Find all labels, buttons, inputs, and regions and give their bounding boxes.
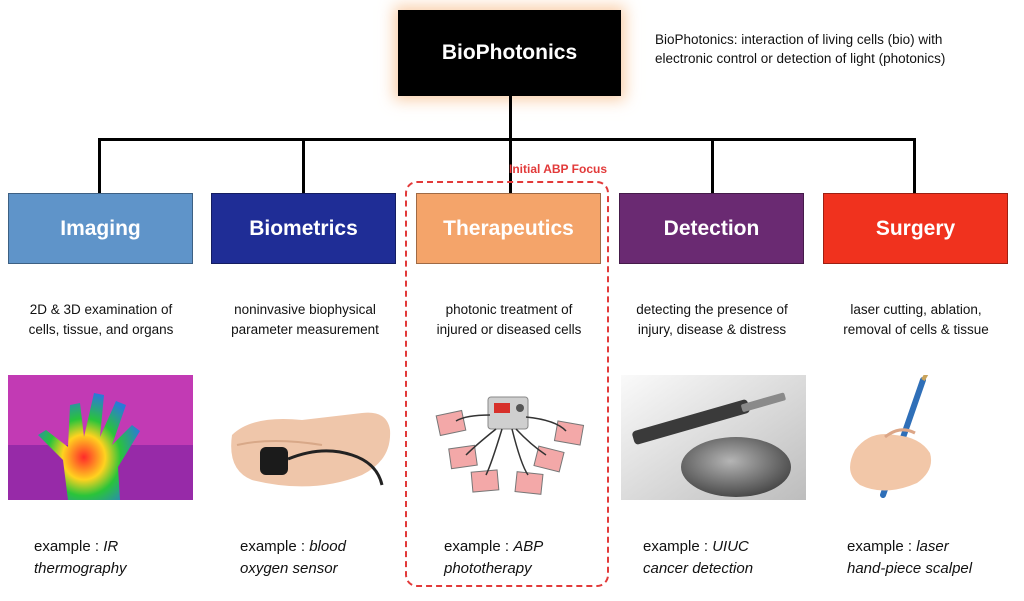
example-highlight: hand-piece scalpel [847,560,973,577]
example-highlight: blood [309,538,346,555]
description-line: detecting the presence of [636,302,788,317]
description-biometrics: noninvasive biophysical parameter measur… [205,300,405,340]
category-title-surgery: Surgery [875,216,956,240]
description-therapeutics: photonic treatment of injured or disease… [409,300,609,340]
example-highlight: phototherapy [444,560,532,577]
example-highlight: laser [916,538,949,555]
description-line: removal of cells & tissue [843,322,989,337]
description-line: cells, tissue, and organs [28,322,174,337]
example-highlight: cancer detection [643,560,754,577]
focus-dashed-frame [405,181,609,587]
biophotonics-definition: BioPhotonics: interaction of living cell… [655,30,1015,68]
example-prefix: example : [847,538,917,555]
description-line: photonic treatment of [445,302,573,317]
example-highlight: thermography [34,560,127,577]
description-surgery: laser cutting, ablation, removal of cell… [816,300,1016,340]
root-node-title: BioPhotonics [441,41,578,64]
drop-line-detection [711,139,714,193]
detection-probe-and-coin-image [621,375,806,500]
category-title-detection: Detection [663,216,760,240]
drop-line-therapeutics [509,141,512,195]
category-box-detection: Detection [619,193,804,264]
root-node-box: BioPhotonics [398,10,621,96]
horizontal-connector-line [98,138,916,141]
root-connector-line [509,96,512,140]
example-prefix: example : [643,538,713,555]
drop-line-imaging [98,139,101,193]
drop-line-biometrics [302,139,305,193]
category-box-imaging: Imaging [8,193,193,264]
initial-focus-label: Initial ABP Focus [509,162,608,176]
category-title-therapeutics: Therapeutics [443,216,574,240]
example-surgery: example : laser hand-piece scalpel [847,536,1022,580]
drop-line-surgery [913,139,916,193]
description-line: parameter measurement [231,322,379,337]
phototherapy-device-image [416,375,601,500]
finger-pulse-oximeter-image [212,375,397,500]
category-title-biometrics: Biometrics [249,216,358,240]
example-highlight: oxygen sensor [240,560,338,577]
description-line: noninvasive biophysical [234,302,376,317]
description-detection: detecting the presence of injury, diseas… [612,300,812,340]
example-prefix: example : [240,538,310,555]
description-line: 2D & 3D examination of [29,302,173,317]
example-highlight: UIUC [712,538,749,555]
description-line: injured or diseased cells [436,322,582,337]
category-box-surgery: Surgery [823,193,1008,264]
example-therapeutics: example : ABP phototherapy [444,536,634,580]
example-imaging: example : IR thermography [34,536,224,580]
description-line: laser cutting, ablation, [850,302,982,317]
example-prefix: example : [34,538,104,555]
definition-line-2: electronic control or detection of light… [655,51,946,66]
definition-line-1: BioPhotonics: interaction of living cell… [655,32,943,47]
description-imaging: 2D & 3D examination of cells, tissue, an… [1,300,201,340]
example-highlight: IR [103,538,119,555]
category-title-imaging: Imaging [60,216,141,240]
description-line: injury, disease & distress [637,322,787,337]
example-prefix: example : [444,538,514,555]
infrared-hand-thermogram-image [8,375,193,500]
example-detection: example : UIUC cancer detection [643,536,833,580]
category-box-biometrics: Biometrics [211,193,396,264]
example-biometrics: example : blood oxygen sensor [240,536,430,580]
example-highlight: ABP [513,538,544,555]
laser-scalpel-hand-image [825,375,1010,500]
category-box-therapeutics: Therapeutics [416,193,601,264]
